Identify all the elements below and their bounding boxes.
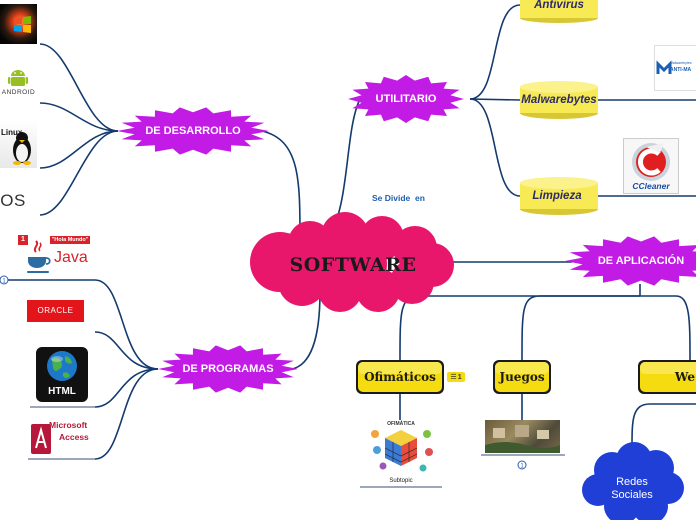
juegos-marker-text: 1 xyxy=(520,464,524,470)
aplicacion-label: DE APLICACIÓN xyxy=(597,255,685,267)
ccleaner-c-icon xyxy=(632,143,670,181)
windows-flag-icon xyxy=(14,16,31,33)
limpieza-label: Limpieza xyxy=(532,190,582,202)
ofimaticos-badge-count: 1 xyxy=(457,373,462,381)
line-web-redes xyxy=(631,403,696,449)
ios-wordmark: iOS xyxy=(0,191,26,210)
aplicacion-node-shape[interactable] xyxy=(565,236,696,286)
java-hola-banner: "Hola Mundo" xyxy=(50,236,90,244)
java-wordmark: Java xyxy=(54,249,88,266)
ofimatica-cube-title: OFIMÁTICA xyxy=(387,421,415,427)
limpieza-node-shape[interactable] xyxy=(520,177,598,215)
java-collapse-marker[interactable] xyxy=(0,275,9,285)
line-prog-oracle xyxy=(94,331,159,370)
malwarebytes-wordmark: ANTI-MA xyxy=(670,67,692,73)
connector-label: Se Divide en xyxy=(372,193,425,203)
linux-wordmark: Linux xyxy=(1,128,23,137)
access-logo-image[interactable]: Microsoft Access xyxy=(25,418,93,458)
line-prog-java xyxy=(94,279,159,370)
oracle-wordmark: ORACLE xyxy=(37,306,74,315)
access-key-icon xyxy=(31,424,51,454)
ios-logo-image[interactable]: iOS xyxy=(0,188,37,214)
oracle-logo-image[interactable]: ORACLE xyxy=(27,300,84,322)
web-label: We xyxy=(674,370,696,384)
html-logo-image[interactable]: HTML xyxy=(36,347,88,402)
access-wordmark-line1: Microsoft xyxy=(49,420,88,430)
java-cup-icon xyxy=(27,240,51,273)
line-util-malware xyxy=(469,98,521,101)
line-prog-html xyxy=(94,368,159,408)
ofimaticos-node-shape[interactable] xyxy=(356,360,444,394)
java-marker-text: 1 xyxy=(2,279,6,285)
line-des-ios xyxy=(39,130,119,216)
line-apl-web xyxy=(640,295,691,361)
tux-penguin-icon xyxy=(13,132,31,165)
line-apl-ofimaticos xyxy=(399,295,640,361)
antivirus-node-shape[interactable] xyxy=(520,0,598,23)
line-prog-access xyxy=(94,368,159,460)
android-robot-icon xyxy=(8,70,28,86)
juegos-node-shape[interactable] xyxy=(493,360,551,394)
globe-icon xyxy=(47,351,77,381)
redes-sociales-cloud[interactable] xyxy=(582,442,684,520)
line-util-antivirus xyxy=(469,4,521,100)
line-des-android xyxy=(39,102,119,132)
center-label: SOFTWARE xyxy=(289,254,417,276)
malwarebytes-node-shape[interactable] xyxy=(520,81,598,119)
redes-sociales-label: Redes Sociales xyxy=(611,476,653,501)
utilitario-label: UTILITARIO xyxy=(375,93,437,105)
center-cloud[interactable] xyxy=(250,212,454,312)
utilitario-node-shape[interactable] xyxy=(348,75,464,123)
web-node-shape[interactable] xyxy=(638,360,696,394)
line-des-windows xyxy=(39,43,119,132)
antivirus-label: Antivirus xyxy=(534,0,584,11)
java-count-badge: 1 xyxy=(18,235,28,245)
html-wordmark: HTML xyxy=(48,386,76,397)
game-scene-icon xyxy=(485,425,560,453)
line-center-programas xyxy=(291,291,321,370)
desarrollo-node-shape[interactable] xyxy=(117,107,269,155)
windows-logo-image[interactable] xyxy=(0,4,37,44)
juegos-screenshot-image[interactable] xyxy=(485,420,560,453)
ccleaner-wordmark: CCleaner xyxy=(632,181,670,191)
access-wordmark-line2: Access xyxy=(59,432,89,442)
malwarebytes-label: Malwarebytes xyxy=(521,94,597,106)
line-apl-juegos xyxy=(521,295,640,361)
programas-node-shape[interactable] xyxy=(158,345,298,393)
list-icon: ☰ xyxy=(450,374,457,381)
ofimatica-subtopic-caption: Subtopic xyxy=(389,478,413,484)
rubik-cube-icon xyxy=(371,430,433,472)
desarrollo-label: DE DESARROLLO xyxy=(145,125,241,137)
malwarebytes-wordmark-top: Malwarebytes xyxy=(670,61,692,65)
line-center-desarrollo xyxy=(261,130,301,241)
ccleaner-logo-image[interactable]: CCleaner xyxy=(623,138,679,194)
line-des-linux xyxy=(39,130,119,169)
line-util-limpieza xyxy=(469,98,521,197)
ofimatica-cube-image[interactable]: OFIMÁTICA Subtopic xyxy=(365,420,437,486)
java-logo-image[interactable]: "Hola Mundo" Java xyxy=(18,235,93,277)
juegos-label: Juegos xyxy=(499,370,545,384)
malwarebytes-logo-image[interactable]: Malwarebytes ANTI-MA xyxy=(654,45,696,91)
ofimaticos-notes-badge[interactable]: ☰1 xyxy=(447,372,465,382)
malwarebytes-m-icon xyxy=(656,60,672,74)
linux-logo-image[interactable]: Linux xyxy=(0,120,37,168)
programas-label: DE PROGRAMAS xyxy=(182,363,274,375)
android-wordmark: ANDROID xyxy=(1,89,36,96)
ofimaticos-label: Ofimáticos xyxy=(364,370,436,384)
connection-lines xyxy=(5,4,696,460)
android-logo-image[interactable]: ANDROID xyxy=(0,62,37,102)
juegos-collapse-marker[interactable] xyxy=(517,460,527,470)
